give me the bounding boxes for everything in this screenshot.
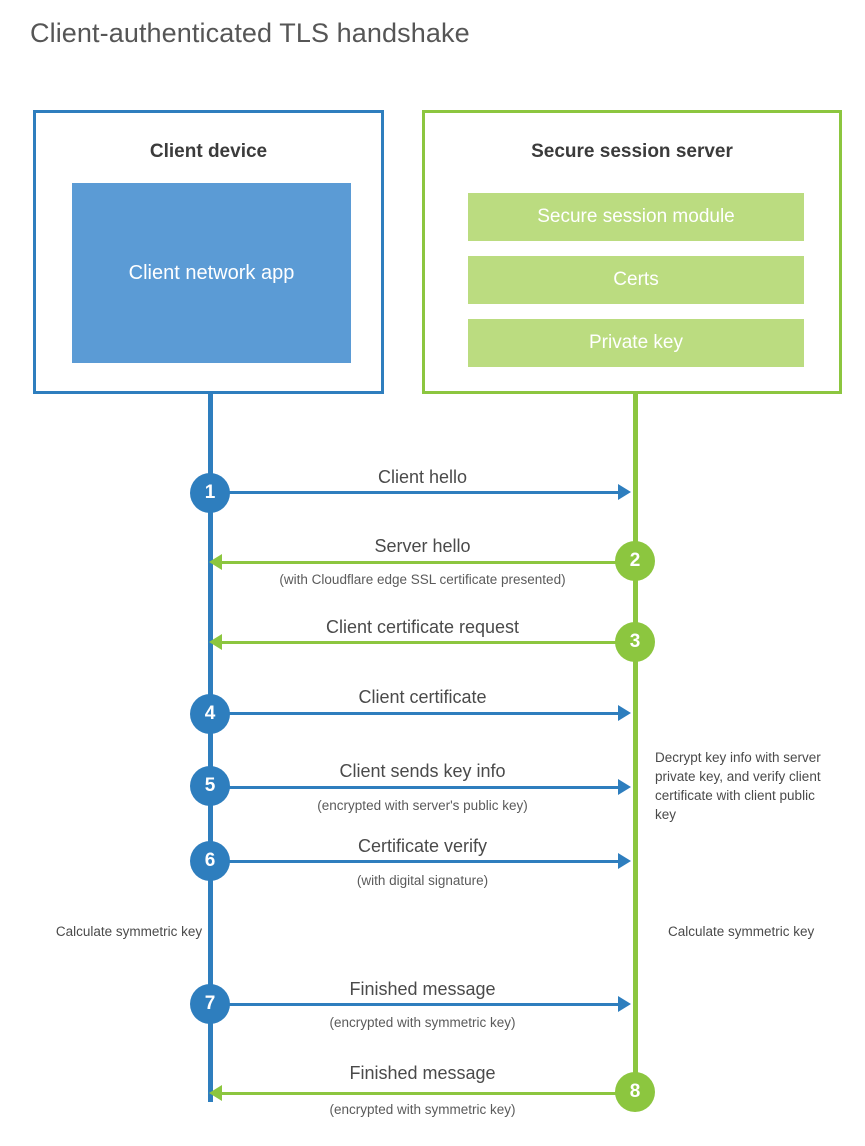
step-6-arrow-line <box>210 860 620 863</box>
step-6-sublabel: (with digital signature) <box>356 873 489 888</box>
step-7-label: Finished message <box>349 979 496 999</box>
step-3-arrow-head <box>209 634 222 650</box>
step-4-arrow-head <box>618 705 631 721</box>
step-3-arrow-line <box>222 641 637 644</box>
step-4-circle[interactable]: 4 <box>190 694 230 734</box>
client-network-app-block: Client network app <box>72 183 351 363</box>
step-1-label: Client hello <box>377 467 468 487</box>
step-2-sublabel: (with Cloudflare edge SSL certificate pr… <box>279 572 566 587</box>
client-device-title: Client device <box>149 141 268 162</box>
step-7-sublabel: (encrypted with symmetric key) <box>329 1015 516 1030</box>
step-2-arrow-line <box>222 561 637 564</box>
step-1-circle[interactable]: 1 <box>190 473 230 513</box>
step-6-circle[interactable]: 6 <box>190 841 230 881</box>
server-block-certs: Certs <box>468 256 804 304</box>
step-4-label: Client certificate <box>358 687 487 707</box>
step-7-arrow-line <box>210 1003 620 1006</box>
client-device-box: Client device Client network app <box>33 110 384 394</box>
note-calculate-symmetric-key-server: Calculate symmetric key <box>668 924 815 939</box>
client-lifeline <box>208 391 213 1102</box>
step-8-circle[interactable]: 8 <box>615 1072 655 1112</box>
secure-session-server-box: Secure session server Secure session mod… <box>422 110 842 394</box>
step-1-arrow-head <box>618 484 631 500</box>
step-3-label: Client certificate request <box>325 617 520 637</box>
secure-session-server-title: Secure session server <box>531 141 733 162</box>
step-7-circle[interactable]: 7 <box>190 984 230 1024</box>
step-3-circle[interactable]: 3 <box>615 622 655 662</box>
step-5-circle[interactable]: 5 <box>190 766 230 806</box>
note-decrypt-key-info: Decrypt key info with server private key… <box>655 750 821 823</box>
page-title: Client-authenticated TLS handshake <box>30 18 470 48</box>
step-5-label: Client sends key info <box>339 761 506 781</box>
step-8-arrow-line <box>222 1092 637 1095</box>
step-5-arrow-line <box>210 786 620 789</box>
step-2-arrow-head <box>209 554 222 570</box>
step-6-arrow-head <box>618 853 631 869</box>
step-8-sublabel: (encrypted with symmetric key) <box>329 1102 516 1117</box>
server-block-private-key: Private key <box>468 319 804 367</box>
step-4-arrow-line <box>210 712 620 715</box>
step-2-circle[interactable]: 2 <box>615 541 655 581</box>
step-2-label: Server hello <box>374 536 471 556</box>
step-6-label: Certificate verify <box>357 836 488 856</box>
step-8-label: Finished message <box>349 1063 496 1083</box>
server-block-secure-session-module: Secure session module <box>468 193 804 241</box>
step-7-arrow-head <box>618 996 631 1012</box>
step-8-arrow-head <box>209 1085 222 1101</box>
step-5-arrow-head <box>618 779 631 795</box>
step-1-arrow-line <box>210 491 620 494</box>
server-lifeline <box>633 391 638 1102</box>
step-5-sublabel: (encrypted with server's public key) <box>317 798 528 813</box>
note-calculate-symmetric-key-client: Calculate symmetric key <box>55 924 203 939</box>
